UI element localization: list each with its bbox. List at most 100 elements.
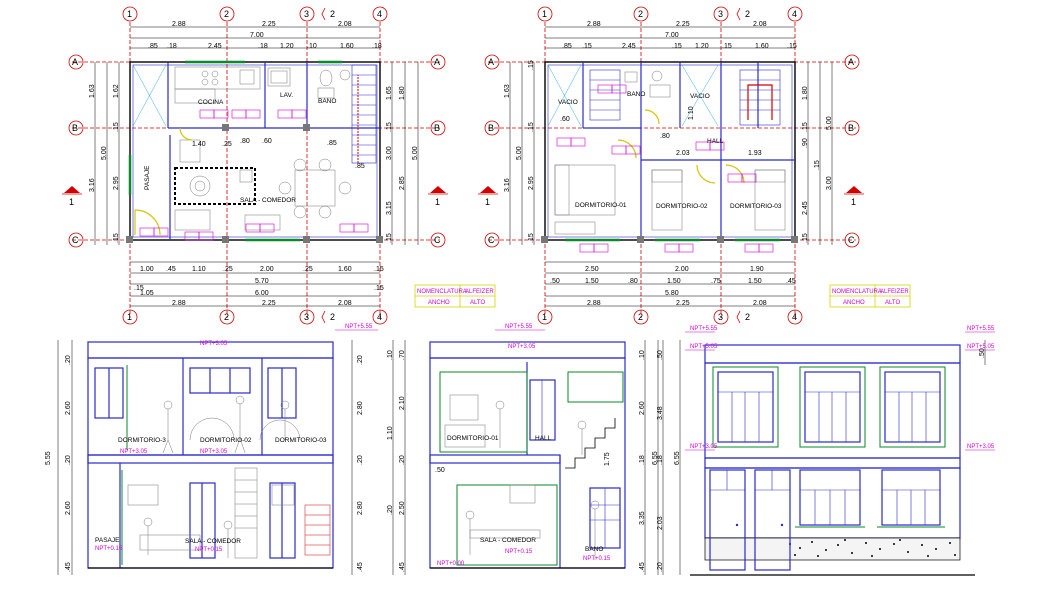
section1-windows: [94, 367, 297, 559]
section-marker-1-left: 1: [69, 197, 74, 207]
p2-section-1-l: 1: [485, 197, 490, 207]
plan1-doors: [134, 127, 193, 236]
p2-right-3: .90: [802, 138, 809, 148]
dim-right-2: 1.80: [399, 86, 406, 100]
p2-dim-top-1: 2.88: [587, 21, 601, 28]
s2-npt-top: NPT+5.55: [505, 324, 533, 330]
s1-npt-u2: NPT+3.05: [200, 449, 228, 455]
p2-bottom-b7: .45: [786, 278, 796, 285]
p2-dim-top-3: 2.08: [753, 21, 767, 28]
p2-left-7: .15: [528, 60, 535, 70]
p2-bottom-a2: 2.00: [675, 266, 689, 273]
plan1-stairs: [351, 64, 377, 164]
dim-top-total: 7.00: [250, 32, 264, 39]
p2-axis-3-b: 3: [718, 312, 723, 322]
p2-bottom-total: 5.80: [665, 290, 679, 297]
axis-label-4: 4: [377, 9, 382, 19]
p2-left-3: 3.16: [504, 178, 511, 192]
s2-room-sala-comedor: SALA - COMEDOR: [480, 537, 536, 544]
p2-left-6: .15: [528, 233, 535, 243]
dim-sub-3: 2.45: [208, 43, 222, 50]
bottom-dim-8: .15: [374, 266, 384, 273]
facade-npt-left-2: NPT+5.05: [690, 344, 718, 350]
facade-dim-1: .50: [657, 350, 664, 360]
p2-right-1: 1.80: [802, 86, 809, 100]
bottom-dim-4: .25: [223, 266, 233, 273]
p2-sub-1: .85: [562, 43, 572, 50]
s2-npt-1: NPT+0.00: [437, 561, 465, 567]
legend-nomenclatura: NOMENCLATURA: [417, 289, 467, 295]
bottom-dim-7: 1.60: [338, 266, 352, 273]
inner-dim-5: .85: [327, 140, 337, 147]
facade-gravel-base: [789, 539, 956, 557]
section1-dim-lines: [57, 340, 353, 575]
s1-left-1: .20: [65, 355, 72, 365]
p2-inner-2: 2.03: [676, 150, 690, 157]
p2-axis-3: 3: [718, 9, 723, 19]
p2-bottom-b5: .75: [711, 278, 721, 285]
plan1-window-tags: [139, 109, 369, 241]
p2-axis-B: B: [488, 123, 494, 133]
s1-room-sala-comedor: SALA - COMEDOR: [185, 538, 241, 545]
dim-sub-1: .85: [148, 43, 158, 50]
p2-bottom-c3: 2.08: [753, 300, 767, 307]
s2-npt-mid: NPT+3.05: [508, 344, 536, 350]
p2-bottom-b2: 1.50: [585, 278, 599, 285]
section-1-1: 5.55 .20 2.60 .20 2.60 .45 .20 2.80 .20 …: [45, 324, 378, 575]
bottom-dim-2: .45: [166, 266, 176, 273]
p2-axis-1: 1: [542, 9, 547, 19]
dimension-lines-top: [130, 26, 380, 49]
p2-inner-5: .80: [660, 133, 670, 140]
axis-label-C: C: [72, 235, 79, 245]
plan2-stairs: [589, 69, 781, 126]
p2-axis-2: 2: [638, 9, 643, 19]
s1-right-1: .20: [357, 355, 364, 365]
kitchen-counter: [174, 66, 261, 104]
p2-legend-alfeizer: ALFEIZER: [880, 289, 909, 295]
p2-bottom-b3: .80: [628, 278, 638, 285]
axis-label-1-bottom: 1: [127, 312, 132, 322]
p2-axis-A: A: [488, 57, 494, 67]
s2-left-7: .20: [387, 505, 394, 515]
p2-room-vacio-1: VACIO: [558, 99, 578, 106]
dim-left-1: 1.63: [89, 84, 96, 98]
s1-npt-2: NPT+0.15: [195, 547, 223, 553]
axis-bubbles-rows: A B C A B C 1 1: [62, 54, 448, 248]
plan2-axis-bubbles: 1 2 3 4 2 1 2 3 4 2 A B C A B C 1 1: [478, 6, 864, 325]
s2-right-4: 3.35: [639, 511, 646, 525]
p2-left-5: 5.00: [516, 146, 523, 160]
p2-inner-4: 1.10: [688, 106, 695, 120]
inner-dim-1: 1.40: [192, 141, 206, 148]
dim-sub-6: .10: [307, 43, 317, 50]
facade-elevation: .50 3.48 6.55 .18 2.03 .20 .50: [657, 326, 995, 576]
p2-axis-B-r: B: [848, 123, 854, 133]
plan2-dim-lines: [509, 26, 833, 307]
bottom-dim-total: 5.70: [255, 278, 269, 285]
s1-npt-u1: NPT+3.05: [120, 449, 148, 455]
facade-lower-openings: [709, 469, 945, 571]
bottom-dim-5: 2.00: [260, 266, 274, 273]
bathroom-fixtures: [317, 69, 351, 99]
section-marker-2: 2: [330, 9, 335, 19]
facade-upper-windows: [712, 366, 946, 448]
facade-dim-3: 6.55: [674, 451, 681, 465]
p2-room-dorm-1: DORMITORIO-01: [575, 202, 627, 209]
axis-label-2: 2: [224, 9, 229, 19]
dim-sub-4: .18: [258, 43, 268, 50]
section1-green-lines: [121, 365, 128, 565]
facade-npt-mid-left: NPT+3.05: [690, 444, 718, 450]
facade-npt-right-2: NPT+5.05: [967, 344, 995, 350]
s2-left-3: 2.10: [399, 396, 406, 410]
s1-npt-top: NPT+5.55: [345, 324, 373, 330]
s1-room-dorm-02: DORMITORIO-02: [200, 437, 252, 444]
s2-room-bano: BANO: [585, 546, 603, 553]
s2-stair-dim-2: 1.75: [604, 452, 611, 466]
plan1-legend: NOMENCLATURA ALFEIZER ANCHO ALTO: [414, 284, 496, 308]
plan2-legend: NOMENCLATURA ALFEIZER ANCHO ALTO: [829, 284, 911, 308]
p2-right-8: .15: [802, 233, 809, 243]
s1-room-dorm-03: DORMITORIO-03: [275, 437, 327, 444]
s2-npt-bano: NPT+0.15: [583, 556, 611, 562]
p2-section-2: 2: [745, 9, 750, 19]
dim-left-6: 3.16: [89, 178, 96, 192]
second-floor-plan: 1 2 3 4 2 1 2 3 4 2 A B C A B C 1 1: [478, 6, 911, 325]
